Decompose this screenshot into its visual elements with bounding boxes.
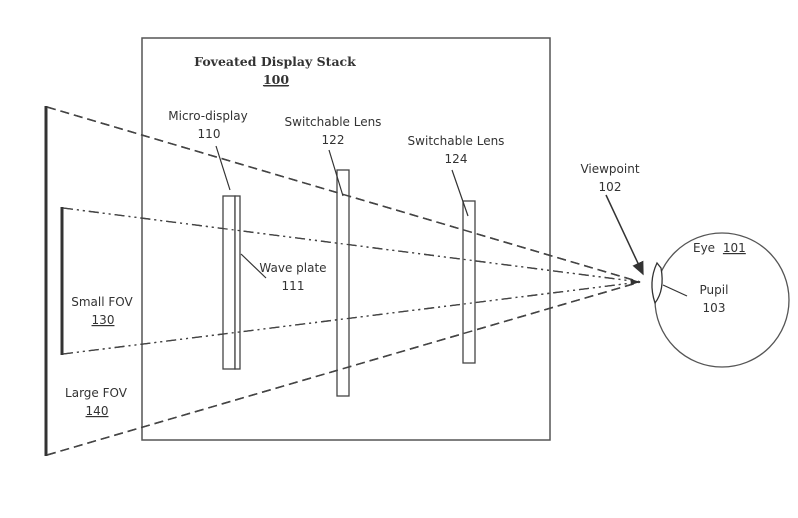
- viewpoint-arrow: [605, 194, 644, 276]
- wave-plate-label: Wave plate: [259, 261, 326, 275]
- small-fov-label: Small FOV: [71, 295, 133, 309]
- eye-label-text: Eye: [693, 241, 715, 255]
- small-fov-ray-bottom-overlay: [62, 281, 641, 355]
- micro-display-leader: [215, 145, 231, 191]
- large-fov-ref: 140: [86, 404, 109, 418]
- display-stack-box: [141, 37, 551, 441]
- large-fov-ray-top-overlay: [46, 106, 641, 283]
- convergence-arrowhead: [631, 279, 640, 285]
- large-fov-label: Large FOV: [65, 386, 128, 400]
- lens-122-ref: 122: [322, 133, 345, 147]
- switchable-lens-122: [336, 169, 350, 397]
- stack-title: Foveated Display Stack: [194, 54, 356, 69]
- wave-plate-ref: 111: [282, 279, 305, 293]
- micro-display-ref: 110: [198, 127, 221, 141]
- stack-ref: 100: [263, 72, 289, 87]
- micro-display: [222, 195, 236, 370]
- lens-122-leader: [328, 149, 344, 197]
- viewpoint-ref: 102: [599, 180, 622, 194]
- eye-label: Eye 101: [693, 241, 746, 255]
- lens-124-label: Switchable Lens: [408, 134, 505, 148]
- switchable-lens-124: [462, 200, 476, 364]
- lens-122-label: Switchable Lens: [285, 115, 382, 129]
- wave-plate: [234, 195, 241, 370]
- viewpoint-label: Viewpoint: [580, 162, 639, 176]
- wave-plate-leader: [240, 253, 267, 279]
- pupil-ref: 103: [703, 301, 726, 315]
- large-fov-ray-bottom-overlay: [46, 281, 641, 456]
- lens-124-leader: [451, 169, 469, 217]
- small-fov-ray-top-overlay: [62, 207, 641, 283]
- pupil-lens: [651, 261, 663, 305]
- eye-ref: 101: [723, 241, 746, 255]
- pupil-leader: [662, 284, 688, 297]
- micro-display-label: Micro-display: [168, 109, 247, 123]
- lens-124-ref: 124: [445, 152, 468, 166]
- small-fov-ref: 130: [92, 313, 115, 327]
- pupil-label: Pupil: [700, 283, 729, 297]
